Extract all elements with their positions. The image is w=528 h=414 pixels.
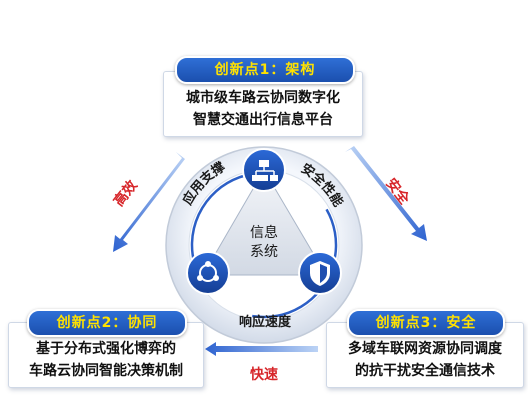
- innovation-2-line1: 基于分布式强化博弈的: [36, 341, 176, 357]
- innovation-3-line2: 的抗干扰安全通信技术: [355, 363, 495, 379]
- innovation-3-line1: 多域车联网资源协同调度: [348, 341, 502, 357]
- ring-label-response-speed: 响应速度: [239, 314, 292, 330]
- left-efficiency-arrow: [113, 152, 185, 252]
- shield-icon: [298, 251, 342, 295]
- innovation-3-title: 创新点3：安全: [347, 309, 505, 337]
- share-nodes-icon: [186, 251, 230, 295]
- innovation-1-line1: 城市级车路云协同数字化: [186, 90, 340, 106]
- network-hierarchy-icon: [242, 148, 286, 192]
- right-security-arrow: [345, 146, 427, 241]
- center-label-line1: 信息: [250, 224, 278, 241]
- bottom-speed-arrow: [205, 342, 318, 356]
- speed-label: 快速: [250, 367, 278, 383]
- innovation-2-line2: 车路云协同智能决策机制: [29, 363, 183, 379]
- innovation-1-title: 创新点1：架构: [175, 56, 355, 84]
- center-label-line2: 系统: [250, 244, 278, 260]
- innovation-1-line2: 智慧交通出行信息平台: [193, 112, 333, 128]
- innovation-2-title: 创新点2：协同: [27, 309, 187, 337]
